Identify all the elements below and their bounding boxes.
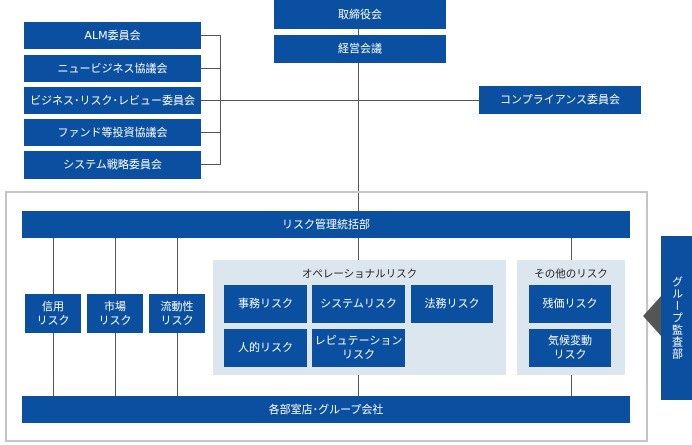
compliance-committee-box: コンプライアンス委員会 [479, 86, 641, 114]
audit-arrow [643, 296, 661, 336]
liquidity-risk-box: 流動性 リスク [149, 294, 205, 333]
group-audit-department-box: グループ監査部 [661, 236, 692, 400]
system-risk-box: システムリスク [312, 285, 405, 323]
main-vertical-connector [358, 63, 359, 211]
business-risk-review-committee-box: ビジネス･リスク･レビュー委員会 [24, 87, 201, 114]
risk-management-division-box: リスク管理統括部 [22, 211, 630, 238]
new-business-council-box: ニュービジネス協議会 [24, 55, 201, 82]
administrative-risk-box: 事務リスク [224, 285, 307, 323]
committee-tick-2 [201, 68, 220, 69]
committee-horizontal-connector [201, 100, 479, 101]
board-management-connector [358, 29, 359, 35]
legal-risk-box: 法務リスク [411, 285, 493, 323]
group-audit-department-label: グループ監査部 [670, 276, 684, 360]
credit-risk-box: 信用 リスク [25, 294, 81, 333]
committee-tick-5 [201, 164, 220, 165]
board-of-directors-box: 取締役会 [274, 0, 446, 29]
human-risk-box: 人的リスク [224, 329, 307, 367]
operational-risk-title: オペレーショナルリスク [301, 268, 418, 280]
market-risk-box: 市場 リスク [87, 294, 143, 333]
alm-committee-box: ALM委員会 [24, 22, 201, 49]
other-risk-title: その他のリスク [534, 268, 608, 280]
committee-tick-4 [201, 132, 220, 133]
departments-group-companies-box: 各部室店･グループ会社 [22, 396, 630, 423]
residual-value-risk-box: 残価リスク [529, 285, 611, 323]
management-committee-box: 経営会議 [274, 35, 446, 63]
climate-change-risk-box: 気候変動 リスク [529, 329, 611, 367]
fund-investment-council-box: ファンド等投資協議会 [24, 119, 201, 146]
system-strategy-committee-box: システム戦略委員会 [24, 151, 201, 179]
reputation-risk-box: レピュテーション リスク [312, 329, 405, 367]
committee-tick-1 [201, 35, 220, 36]
